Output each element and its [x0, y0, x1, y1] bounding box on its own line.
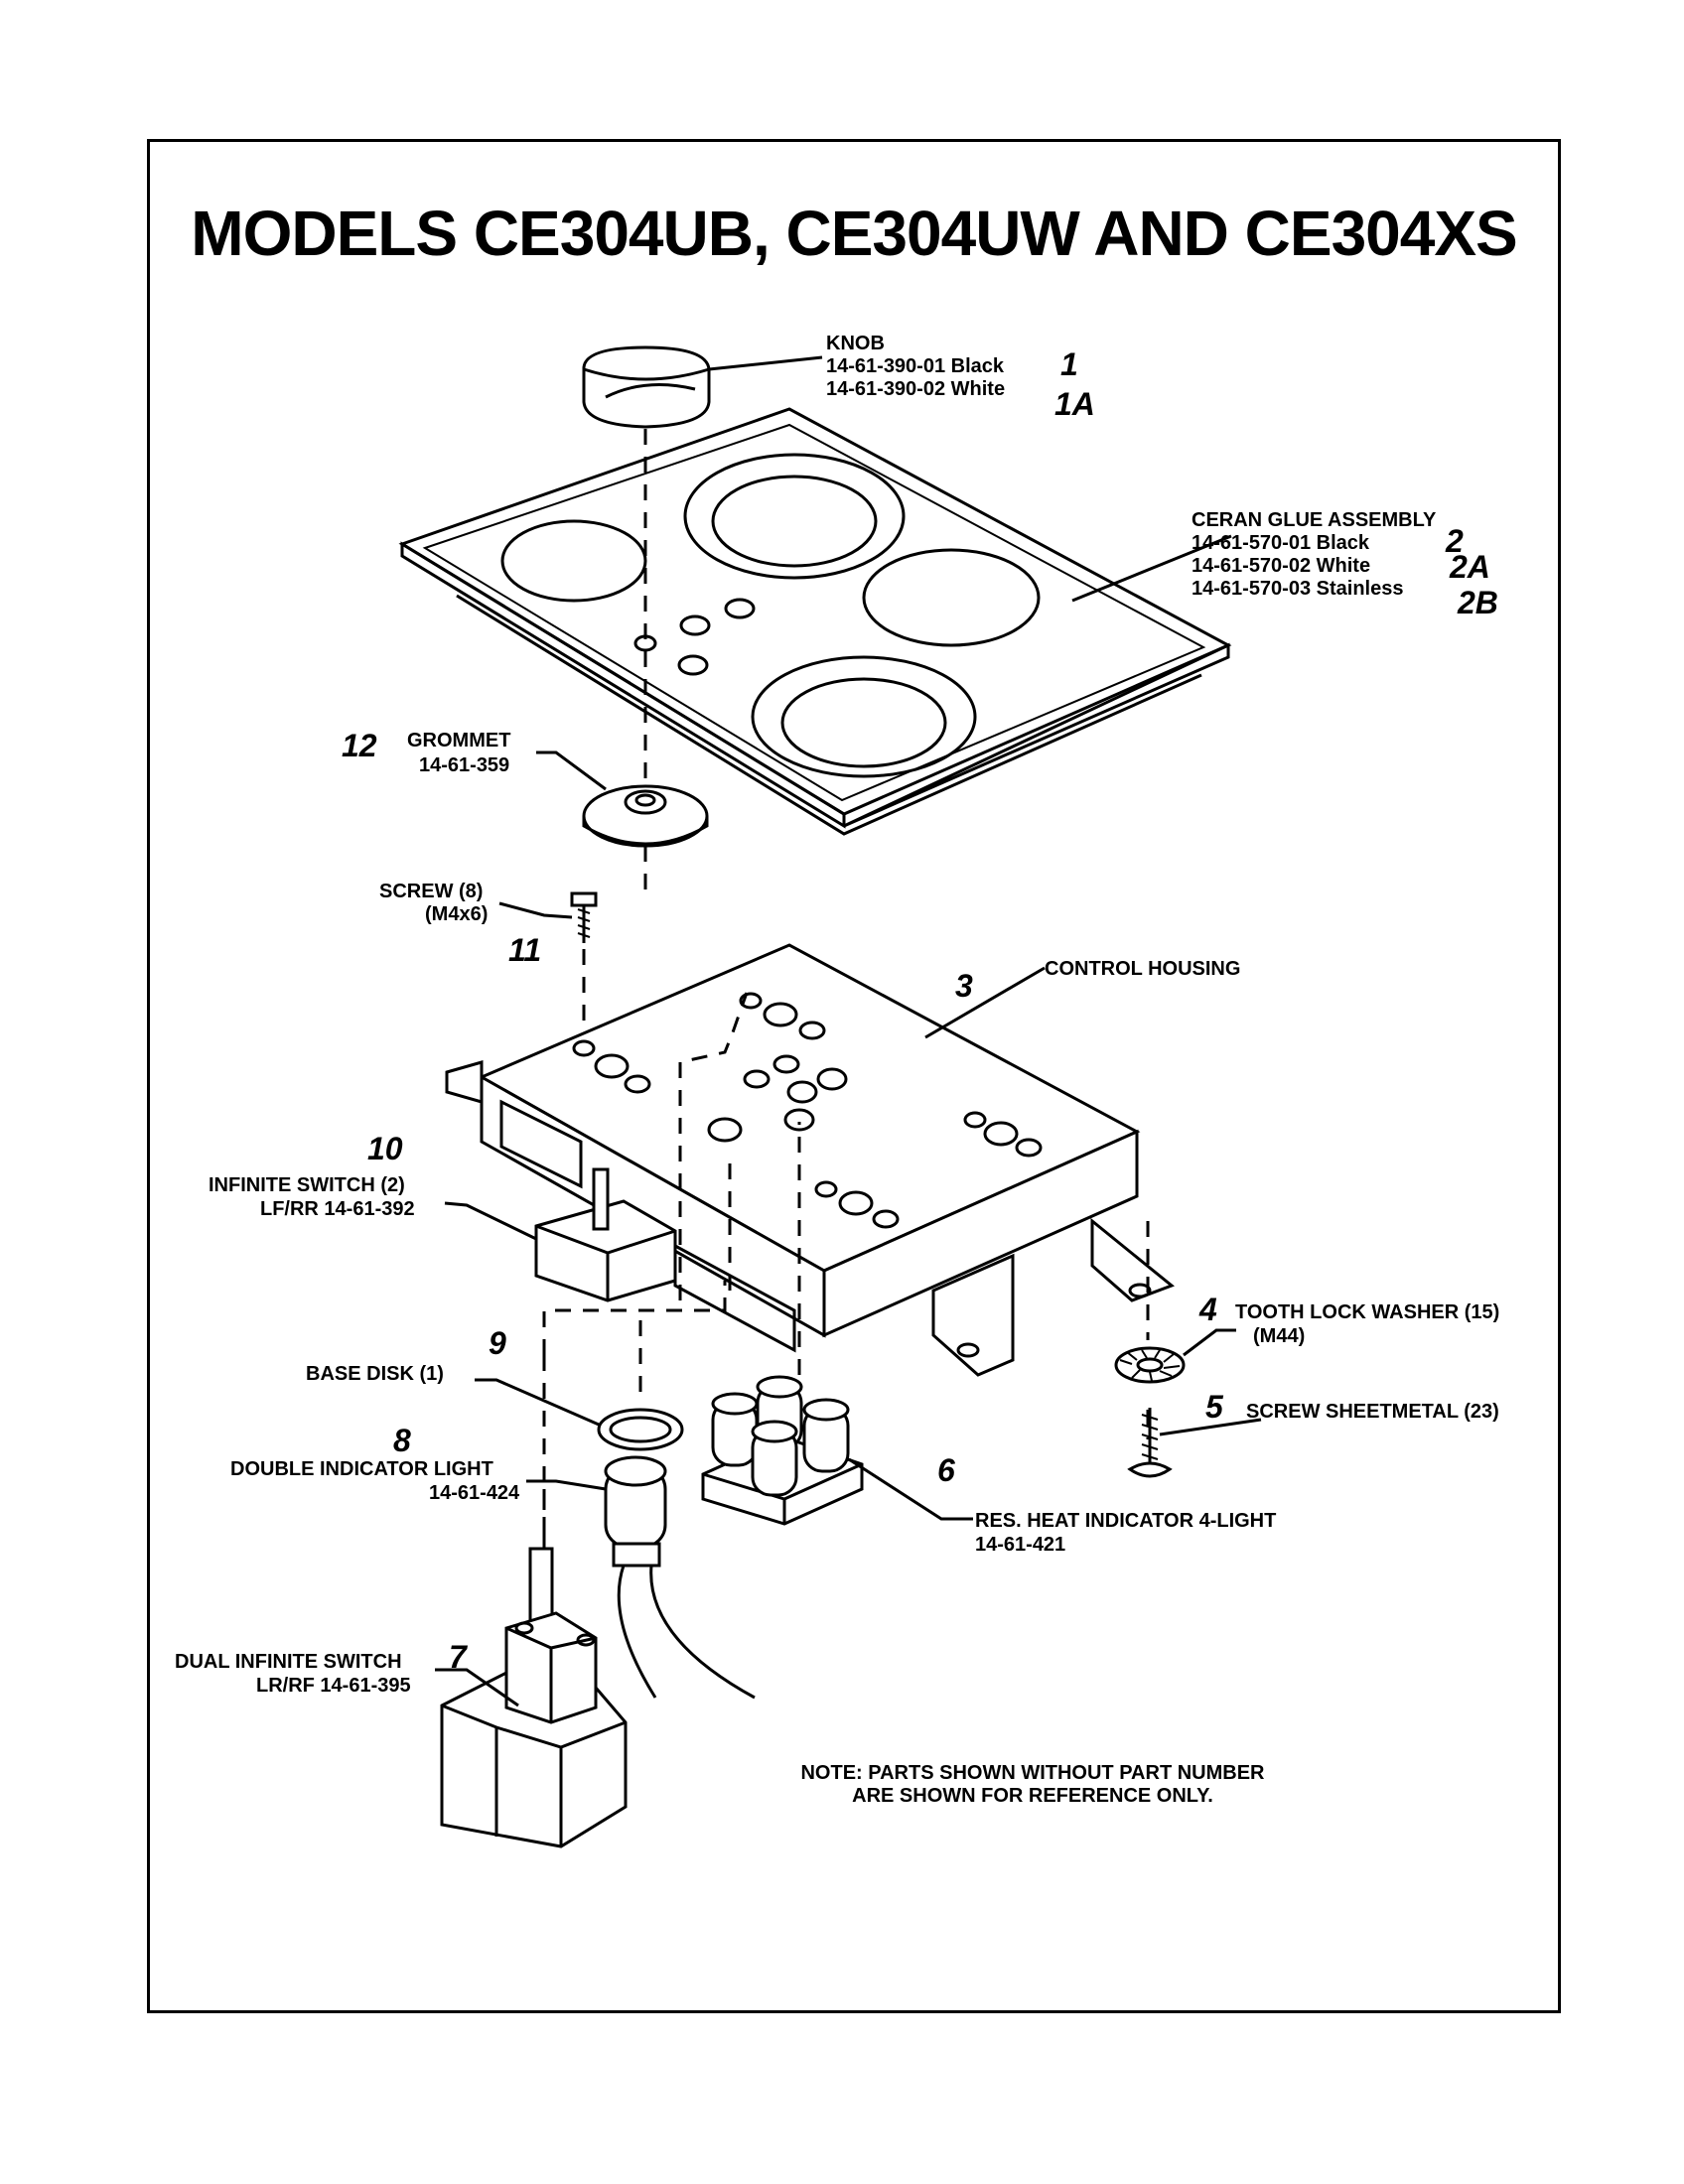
dual-infinite-switch-part — [435, 1547, 628, 1848]
control-housing-label: 3 CONTROL HOUSING — [955, 958, 1240, 1004]
base-disk-part — [475, 1378, 684, 1451]
ceran-glass-cooktop — [398, 407, 1232, 836]
svg-text:RES. HEAT INDICATOR 4-LIGHT: RES. HEAT INDICATOR 4-LIGHT — [975, 1510, 1276, 1532]
svg-text:8: 8 — [393, 1423, 411, 1458]
svg-text:12: 12 — [342, 728, 377, 763]
tooth-lock-washer-label: 4 TOOTH LOCK WASHER (15) (M44) — [1198, 1292, 1499, 1347]
svg-text:LF/RR 14-61-392: LF/RR 14-61-392 — [260, 1198, 415, 1220]
svg-text:DUAL INFINITE SWITCH: DUAL INFINITE SWITCH — [175, 1651, 402, 1673]
svg-text:14-61-570-02 White: 14-61-570-02 White — [1192, 555, 1370, 577]
screw-sheetmetal-label: 5 SCREW SHEETMETAL (23) — [1205, 1389, 1499, 1425]
reference-note: NOTE: PARTS SHOWN WITHOUT PART NUMBER AR… — [800, 1762, 1265, 1807]
svg-text:14-61-390-01 Black: 14-61-390-01 Black — [826, 355, 1005, 377]
svg-text:1: 1 — [1060, 346, 1078, 382]
svg-text:2A: 2A — [1449, 549, 1490, 585]
svg-text:1A: 1A — [1054, 386, 1095, 422]
svg-text:5: 5 — [1205, 1389, 1224, 1425]
double-indicator-label: 8 DOUBLE INDICATOR LIGHT 14-61-424 — [230, 1423, 520, 1504]
svg-text:14-61-424: 14-61-424 — [429, 1482, 520, 1504]
ceran-label: CERAN GLUE ASSEMBLY 14-61-570-01 Black 2… — [1071, 509, 1498, 620]
svg-text:14-61-359: 14-61-359 — [419, 754, 509, 776]
svg-text:6: 6 — [937, 1452, 955, 1488]
svg-text:NOTE: PARTS SHOWN WITHOUT PART: NOTE: PARTS SHOWN WITHOUT PART NUMBER — [800, 1762, 1265, 1784]
control-housing-part — [445, 943, 1175, 1377]
svg-text:INFINITE SWITCH (2): INFINITE SWITCH (2) — [209, 1174, 405, 1196]
svg-text:GROMMET: GROMMET — [407, 730, 510, 751]
svg-text:14-61-421: 14-61-421 — [975, 1534, 1065, 1556]
svg-text:4: 4 — [1198, 1292, 1217, 1327]
tooth-lock-washer-part — [1114, 1328, 1236, 1384]
svg-text:14-61-390-02 White: 14-61-390-02 White — [826, 378, 1005, 400]
res-heat-indicator-part — [701, 1375, 973, 1526]
diagram-frame — [147, 139, 1561, 2013]
grommet-part — [536, 751, 709, 848]
dual-switch-label: DUAL INFINITE SWITCH 7 LR/RF 14-61-395 — [175, 1639, 469, 1697]
svg-text:14-61-570-03 Stainless: 14-61-570-03 Stainless — [1192, 578, 1403, 600]
svg-text:CERAN GLUE ASSEMBLY: CERAN GLUE ASSEMBLY — [1192, 509, 1437, 531]
svg-text:3: 3 — [955, 968, 973, 1004]
svg-text:TOOTH LOCK WASHER (15): TOOTH LOCK WASHER (15) — [1235, 1301, 1499, 1323]
double-indicator-light-part — [526, 1455, 756, 1700]
screw-sheetmetal-part — [1127, 1408, 1262, 1478]
svg-text:9: 9 — [489, 1325, 506, 1361]
svg-text:(M44): (M44) — [1253, 1325, 1305, 1347]
svg-text:BASE DISK (1): BASE DISK (1) — [306, 1363, 444, 1385]
svg-text:14-61-570-01 Black: 14-61-570-01 Black — [1192, 532, 1370, 554]
svg-text:ARE SHOWN FOR REFERENCE ONLY.: ARE SHOWN FOR REFERENCE ONLY. — [852, 1785, 1213, 1807]
page-title: MODELS CE304UB, CE304UW AND CE304XS — [191, 198, 1517, 269]
svg-text:10: 10 — [367, 1131, 403, 1166]
svg-text:2B: 2B — [1457, 585, 1498, 620]
svg-text:KNOB: KNOB — [826, 333, 885, 354]
svg-text:11: 11 — [508, 932, 541, 968]
knob-part — [582, 345, 823, 429]
screw-label: SCREW (8) (M4x6) 11 — [379, 881, 541, 968]
svg-text:(M4x6): (M4x6) — [425, 903, 488, 925]
svg-text:LR/RF 14-61-395: LR/RF 14-61-395 — [256, 1675, 411, 1697]
svg-text:SCREW SHEETMETAL (23): SCREW SHEETMETAL (23) — [1246, 1401, 1499, 1423]
knob-label: KNOB 14-61-390-01 Black 1 14-61-390-02 W… — [826, 333, 1095, 422]
svg-text:DOUBLE INDICATOR LIGHT: DOUBLE INDICATOR LIGHT — [230, 1458, 493, 1480]
svg-text:SCREW (8): SCREW (8) — [379, 881, 483, 902]
grommet-label: 12 GROMMET 14-61-359 — [342, 728, 510, 776]
svg-text:2: 2 — [1445, 523, 1464, 559]
infinite-switch-part — [444, 1167, 677, 1302]
infinite-switch-label: 10 INFINITE SWITCH (2) LF/RR 14-61-392 — [209, 1131, 415, 1220]
svg-text:7: 7 — [449, 1639, 469, 1675]
screw-m4x6-part — [498, 891, 598, 943]
svg-text:CONTROL HOUSING: CONTROL HOUSING — [1045, 958, 1240, 980]
base-disk-label: 9 BASE DISK (1) — [306, 1325, 506, 1385]
res-heat-label: 6 RES. HEAT INDICATOR 4-LIGHT 14-61-421 — [937, 1452, 1276, 1556]
